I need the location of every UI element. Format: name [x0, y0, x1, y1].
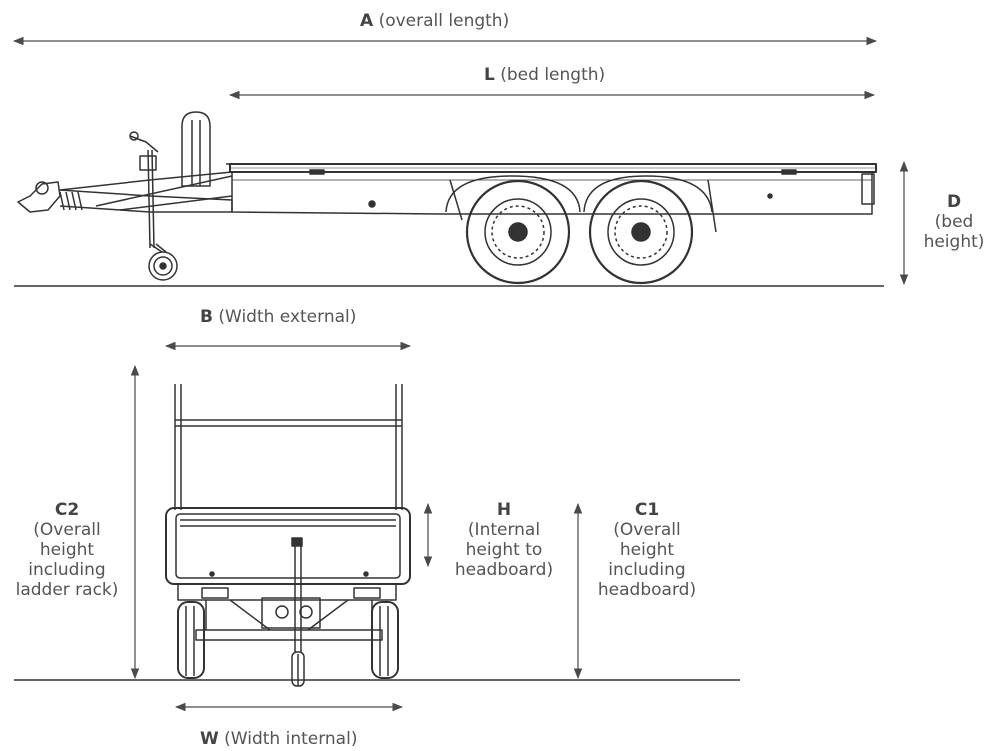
label-C2: C2 (Overall height including ladder rack… [15, 500, 119, 600]
label-L: L (bed length) [484, 65, 606, 85]
label-H: H (Internal height to headboard) [454, 500, 554, 580]
trailer-side-view [14, 111, 884, 287]
trailer-front-view [14, 384, 740, 687]
label-C1: C1 (Overall height including headboard) [597, 500, 697, 600]
label-B: B (Width external) [200, 307, 357, 327]
label-W: W (Width internal) [200, 729, 358, 749]
label-D: D (bed height) [923, 192, 984, 252]
label-A: A (overall length) [360, 11, 510, 31]
